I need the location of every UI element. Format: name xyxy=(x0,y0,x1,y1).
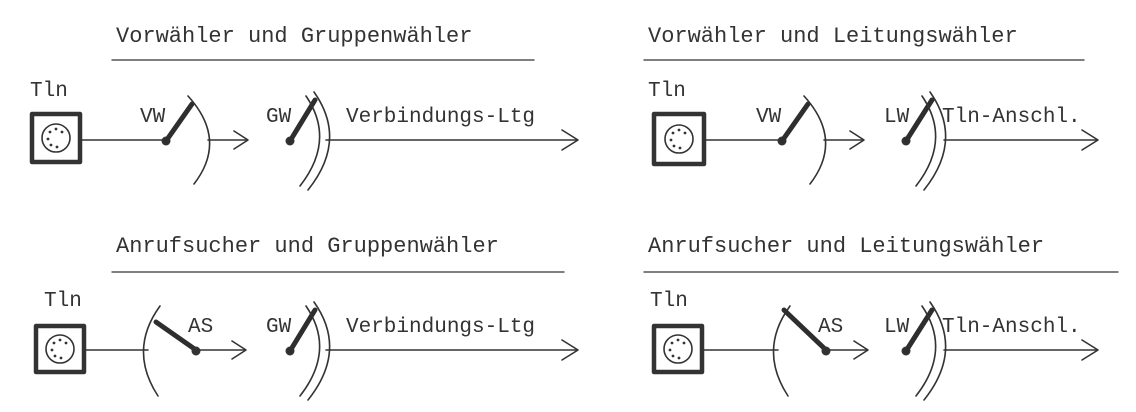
outgoing-line-arrow xyxy=(943,129,1099,151)
panel-title: Vorwähler und Leitungswähler xyxy=(648,24,1018,49)
outgoing-line-arrow xyxy=(325,129,579,151)
preselector-symbol xyxy=(777,95,827,185)
switch2-label: GW xyxy=(266,106,292,129)
subscriber-station-icon xyxy=(33,323,87,375)
panel-title: Vorwähler und Gruppenwähler xyxy=(116,24,472,49)
subscriber-label: Tln xyxy=(30,80,68,103)
switch2-label: LW xyxy=(884,106,910,129)
panel-vorwaehler-leitungswaehler: Vorwähler und Leitungswähler Tln VW LW xyxy=(643,24,1099,191)
line-label: Verbindungs-Ltg xyxy=(346,316,535,339)
line-label: Tln-Anschl. xyxy=(942,316,1081,339)
arrow-connector xyxy=(823,130,865,150)
subscriber-station-icon xyxy=(29,111,83,165)
line-label: Tln-Anschl. xyxy=(942,106,1081,129)
panel-anrufsucher-gruppenwaehler: Anrufsucher und Gruppenwähler Tln AS GW xyxy=(33,234,579,401)
panel-title: Anrufsucher und Leitungswähler xyxy=(648,234,1044,259)
subscriber-label: Tln xyxy=(650,290,688,313)
panel-vorwaehler-gruppenwaehler: Vorwähler und Gruppenwähler Tln VW GW xyxy=(29,24,579,191)
outgoing-line-arrow xyxy=(325,339,579,361)
line-finder-symbol xyxy=(772,305,831,397)
switch1-label: VW xyxy=(756,106,782,129)
switch1-label: AS xyxy=(188,316,213,339)
panel-anrufsucher-leitungswaehler: Anrufsucher und Leitungswähler Tln AS LW xyxy=(643,234,1119,401)
panel-title: Anrufsucher und Gruppenwähler xyxy=(116,234,499,259)
line-label: Verbindungs-Ltg xyxy=(346,106,535,129)
switch1-label: AS xyxy=(818,316,843,339)
group-selector-symbol xyxy=(285,91,331,191)
switch2-label: GW xyxy=(266,316,292,339)
subscriber-station-icon xyxy=(651,111,707,167)
preselector-symbol xyxy=(161,95,211,185)
line-finder-symbol xyxy=(142,305,201,397)
subscriber-station-icon xyxy=(651,323,705,375)
switch2-label: LW xyxy=(884,316,910,339)
arrow-connector xyxy=(199,340,247,360)
outgoing-line-arrow xyxy=(943,339,1099,361)
arrow-connector xyxy=(207,130,249,150)
subscriber-label: Tln xyxy=(44,290,82,313)
subscriber-label: Tln xyxy=(648,80,686,103)
arrow-connector xyxy=(829,340,869,360)
switch1-label: VW xyxy=(140,106,166,129)
group-selector-symbol xyxy=(285,301,331,401)
